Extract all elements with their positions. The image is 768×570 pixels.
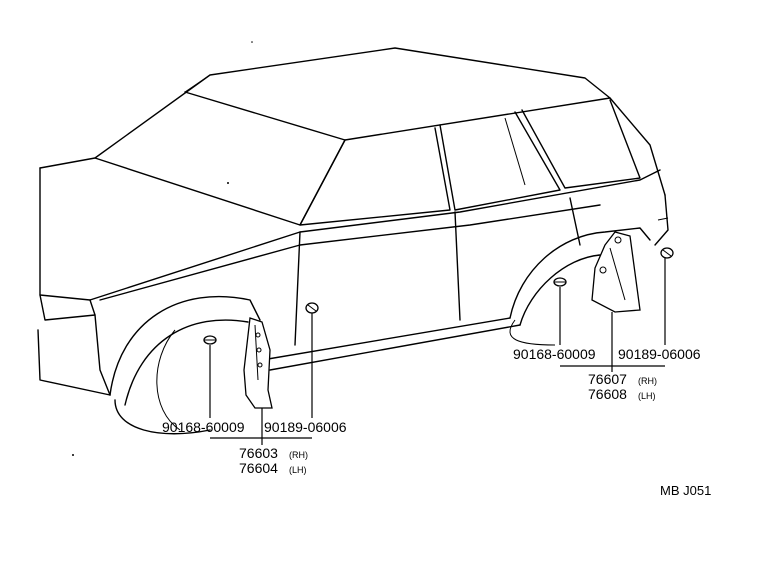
rear-lh-part-number: 76608 bbox=[588, 386, 627, 402]
front-mudguard bbox=[243, 317, 273, 409]
speck bbox=[72, 454, 74, 456]
speck bbox=[251, 41, 253, 43]
speck bbox=[227, 182, 229, 184]
diagram-code: MB J051 bbox=[660, 483, 711, 498]
front-rh-side-label: (RH) bbox=[289, 450, 308, 460]
rear-screw-part-number: 90189-06006 bbox=[618, 346, 701, 362]
rear-screw bbox=[660, 247, 674, 259]
front-lh-part-number: 76604 bbox=[239, 460, 278, 476]
front-screw bbox=[305, 302, 319, 314]
front-leader-lines bbox=[209, 313, 313, 445]
rear-clip bbox=[553, 277, 567, 287]
car-body-outline bbox=[37, 47, 669, 435]
front-rh-part-number: 76603 bbox=[239, 445, 278, 461]
front-clip bbox=[203, 335, 217, 345]
rear-clip-part-number: 90168-60009 bbox=[513, 346, 596, 362]
rear-leader-lines bbox=[559, 258, 666, 372]
front-clip-part-number: 90168-60009 bbox=[162, 419, 245, 435]
rear-rh-side-label: (RH) bbox=[638, 376, 657, 386]
front-screw-part-number: 90189-06006 bbox=[264, 419, 347, 435]
rear-rh-part-number: 76607 bbox=[588, 371, 627, 387]
rear-mudguard bbox=[591, 231, 641, 313]
rear-lh-side-label: (LH) bbox=[638, 391, 656, 401]
front-lh-side-label: (LH) bbox=[289, 465, 307, 475]
